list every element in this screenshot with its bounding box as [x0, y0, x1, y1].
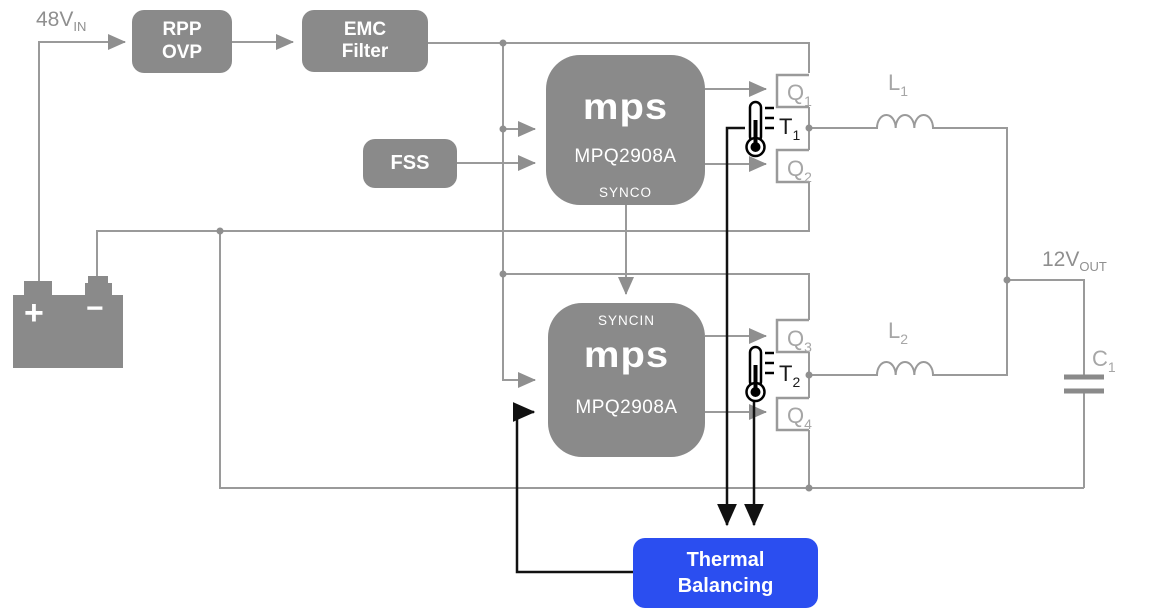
fss-label: FSS [390, 151, 430, 174]
output-voltage-label: 12VOUT [1042, 248, 1107, 274]
q1-sub: 1 [804, 93, 812, 109]
emc-filter-label-line1: EMC [343, 18, 387, 40]
capacitor-c1-plates [1064, 374, 1104, 394]
thermal-balancing-block: Thermal Balancing [633, 538, 818, 608]
output-voltage-main: 12V [1042, 248, 1080, 271]
junction-dots [216, 39, 1011, 492]
chip1-synco-label: SYNCO [598, 185, 652, 200]
wire-l1-branch [809, 114, 1008, 280]
l1-main: L [888, 70, 901, 95]
wire-l2-branch [809, 280, 1008, 376]
battery-body [13, 295, 123, 368]
battery-terminal-positive [24, 281, 52, 295]
wire-vout-to-c1 [1007, 279, 1085, 488]
q1-main: Q [787, 80, 805, 105]
mps-logo-chip2: mps [583, 334, 670, 376]
q2-main: Q [787, 156, 805, 181]
mps-logo-chip1: mps [582, 86, 669, 128]
battery-minus-sign: − [86, 292, 104, 325]
mosfet-q3-symbol [775, 318, 809, 354]
q3-label: Q3 [787, 326, 812, 355]
q4-label: Q4 [787, 403, 812, 432]
t2-sub: 2 [792, 374, 801, 390]
wire-ground-return-rail [96, 182, 810, 278]
q3-sub: 3 [804, 339, 812, 355]
output-voltage-sub: OUT [1079, 259, 1107, 274]
t2-main: T [779, 361, 793, 386]
converter-chip-1: mps MPQ2908A SYNCO [546, 55, 705, 205]
l2-sub: 2 [900, 331, 909, 347]
battery-terminal-negative [85, 283, 112, 295]
l2-main: L [888, 318, 901, 343]
t1-main: T [779, 114, 793, 139]
mosfet-q1-symbol [775, 73, 809, 109]
chip2-syncin-label: SYNCIN [597, 313, 655, 328]
c1-sub: 1 [1107, 359, 1116, 375]
wire-vin-feed-to-chip2 [502, 43, 536, 388]
l1-sub: 1 [900, 83, 909, 99]
mosfet-q2-symbol [775, 148, 809, 184]
q1-label: Q1 [787, 80, 812, 109]
emc-filter-label-line2: Filter [341, 41, 389, 62]
thermal-label-line2: Balancing [677, 575, 774, 597]
q4-sub: 4 [804, 416, 812, 432]
signal-thermal-to-chip2 [512, 402, 633, 574]
l2-label: L2 [888, 318, 909, 347]
c1-label: C1 [1092, 346, 1116, 375]
t1-label: T1 [779, 114, 801, 143]
input-voltage-sub: IN [73, 19, 87, 34]
input-voltage-label: 48VIN [36, 8, 87, 34]
converter-chip-2: SYNCIN mps MPQ2908A [548, 303, 705, 457]
thermometer-t1-icon [745, 100, 774, 158]
q4-main: Q [787, 403, 805, 428]
input-voltage-main: 48V [36, 8, 74, 31]
rpp-ovp-block: RPP OVP [132, 10, 232, 73]
rpp-ovp-label-line1: RPP [162, 19, 202, 41]
battery-terminal-negative-cap [88, 276, 108, 284]
mosfet-q4-symbol [775, 396, 809, 432]
c1-main: C [1092, 346, 1108, 371]
wire-bottom-ground-rail [219, 231, 1084, 489]
t1-sub: 1 [792, 127, 801, 143]
thermometer-t2-icon [745, 345, 774, 403]
q2-sub: 2 [804, 169, 812, 185]
battery-plus-sign: + [24, 294, 44, 332]
wire-emc-to-bridge1-top [428, 42, 810, 73]
emc-filter-block: EMC Filter [302, 10, 428, 72]
wire-48v-input [38, 34, 126, 283]
thermal-label-line1: Thermal [686, 549, 765, 571]
wire-vin-feed-to-bridge2-top [503, 273, 810, 320]
l1-label: L1 [888, 70, 909, 99]
signal-t1-to-thermal [717, 126, 745, 527]
fss-block: FSS [363, 139, 457, 188]
chip1-part-number: MPQ2908A [574, 146, 677, 167]
t2-label: T2 [779, 361, 801, 390]
chip2-part-number: MPQ2908A [575, 397, 678, 418]
q3-main: Q [787, 326, 805, 351]
rpp-ovp-label-line2: OVP [161, 41, 203, 63]
q2-label: Q2 [787, 156, 812, 185]
